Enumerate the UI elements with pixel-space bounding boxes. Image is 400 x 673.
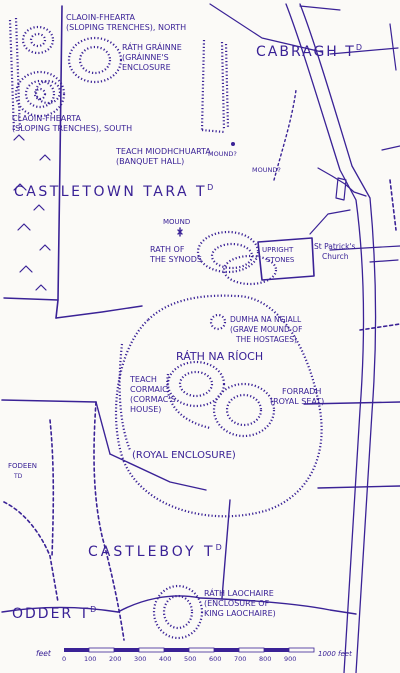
scale-tick-0: 0 (62, 655, 66, 663)
label-rath-synods-1: RATH OF (150, 245, 185, 254)
label-rath-laochaire-2: (ENCLOSURE OF (204, 599, 270, 608)
label-rath-laochaire-3: KING LAOCHAIRE) (204, 609, 276, 618)
label-forradh-1: FORRADH (282, 387, 321, 396)
label-mound-q2: MOUND? (252, 166, 281, 174)
label-upright-stones-1: UPRIGHT (262, 246, 294, 254)
label-dumha-2: (GRAVE MOUND OF (230, 325, 302, 334)
townland-castletown-tara: CASTLETOWN TARA TD (14, 183, 216, 200)
label-rath-laochaire-1: RÁTH LAOCHAIRE (204, 587, 274, 598)
earthworks (8, 17, 323, 640)
townland-fodeen: FODEEN (8, 462, 37, 470)
label-dumha-1: DUMHA NA NGIALL (230, 315, 302, 324)
label-teach-cormaic-1: TEACH (129, 375, 157, 384)
townland-castleboy: CASTLEBOY TD (88, 543, 225, 560)
label-rath-grainne-2: (GRÁINNE'S (122, 51, 169, 62)
label-claoin-south-2: (SLOPING TRENCHES), SOUTH (12, 124, 132, 133)
label-claoin-north-2: (SLOPING TRENCHES), NORTH (66, 23, 186, 32)
scale-tick-900: 900 (284, 655, 296, 663)
site-labels: CLAOIN-FHEARTA (SLOPING TRENCHES), NORTH… (12, 13, 356, 618)
townland-odder: ODDER TD (12, 605, 98, 622)
label-rath-synods-2: THE SYNODS (149, 255, 202, 264)
label-mound-q1: MOUND? (208, 150, 237, 158)
scale-tick-300: 300 (134, 655, 146, 663)
townland-labels: CABRAGH TD CASTLETOWN TARA TD CASTLEBOY … (8, 43, 364, 622)
scale-tick-200: 200 (109, 655, 121, 663)
label-claoin-south-1: CLAOIN-FHEARTA (12, 114, 81, 123)
label-teach-miodhchuarta-1: TEACH MIODHCHUARTA (115, 147, 211, 156)
field-boundaries (1, 3, 400, 673)
scale-label-right: 1000 feet (318, 650, 352, 658)
label-forradh-2: (ROYAL SEAT) (270, 397, 324, 406)
scale-tick-800: 800 (259, 655, 271, 663)
scale-bar: feet 0 100 200 300 400 500 600 700 800 9… (36, 647, 352, 663)
label-teach-cormaic-2: CORMAIC (130, 385, 168, 394)
label-upright-stones-2: STONES (266, 256, 295, 264)
scale-tick-400: 400 (159, 655, 171, 663)
scale-tick-500: 500 (184, 655, 196, 663)
scale-tick-100: 100 (84, 655, 96, 663)
label-st-patricks-1: St Patrick's (314, 242, 356, 251)
label-teach-miodhchuarta-2: (BANQUET HALL) (116, 157, 184, 166)
label-st-patricks-2: Church (322, 252, 349, 261)
label-mound: MOUND (163, 218, 190, 226)
scale-label-left: feet (36, 649, 52, 658)
label-rath-grainne-1: RÁTH GRÁINNE (122, 41, 182, 52)
scale-tick-600: 600 (209, 655, 221, 663)
scale-tick-700: 700 (234, 655, 246, 663)
label-rath-grainne-3: ENCLOSURE (122, 63, 171, 72)
label-royal-enclosure: (ROYAL ENCLOSURE) (132, 450, 236, 461)
townland-cabragh: CABRAGH TD (256, 43, 364, 60)
label-claoin-north-1: CLAOIN-FHEARTA (66, 13, 135, 22)
townland-fodeen-sup: TD (13, 473, 23, 480)
label-dumha-3: THE HOSTAGES) (235, 335, 297, 344)
label-teach-cormaic-4: HOUSE) (130, 405, 161, 414)
label-teach-cormaic-3: (CORMAC'S (130, 395, 176, 404)
label-rath-na-rioch: RÁTH NA RÍOCH (176, 350, 263, 363)
